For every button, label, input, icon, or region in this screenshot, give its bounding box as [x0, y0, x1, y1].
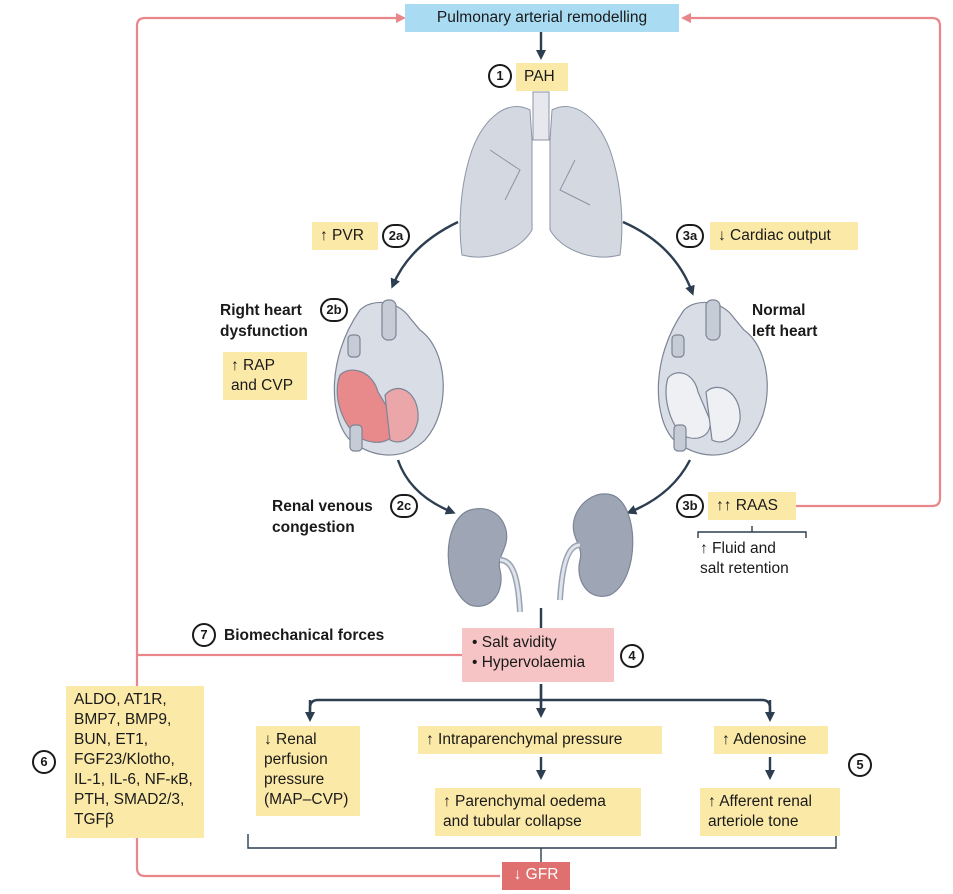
arrow-lungs-to-right-heart [390, 220, 459, 289]
salt-avidity-box: • Salt avidity • Hypervolaemia [462, 628, 614, 682]
normal-left-heart-label: Normal left heart [752, 302, 818, 340]
left-heart-illustration [657, 299, 768, 456]
hypervolaemia-item: • Hypervolaemia [472, 654, 586, 671]
pulmonary-remodelling-box: Pulmonary arterial remodelling [405, 4, 679, 32]
step-3b-badge: 3b [676, 494, 704, 518]
pvr-box: ↑ PVR [312, 222, 378, 250]
arrow-left-heart-to-kidneys [626, 459, 692, 515]
afferent-arteriole-box: ↑ Afferent renal arteriole tone [700, 788, 840, 836]
lungs-illustration [459, 91, 623, 258]
step-7-badge: 7 [192, 623, 216, 647]
step-2b-badge: 2b [320, 298, 348, 322]
biomarkers-box: ALDO, AT1R, BMP7, BMP9, BUN, ET1, FGF23/… [66, 686, 204, 838]
salt-avidity-item: • Salt avidity [472, 634, 557, 651]
right-heart-dysfunction-label: Right heart dysfunction [220, 302, 308, 340]
step-1-badge: 1 [488, 64, 512, 88]
renal-perfusion-box: ↓ Renal perfusion pressure (MAP–CVP) [256, 726, 360, 816]
intraparenchymal-pressure-box: ↑ Intraparenchymal pressure [418, 726, 662, 754]
step-6-badge: 6 [32, 750, 56, 774]
adenosine-box: ↑ Adenosine [714, 726, 828, 754]
step-2c-badge: 2c [390, 494, 418, 518]
parenchymal-oedema-box: ↑ Parenchymal oedema and tubular collaps… [435, 788, 641, 836]
step-3a-badge: 3a [676, 224, 704, 248]
arrow-lungs-to-left-heart [622, 220, 695, 296]
raas-bracket [697, 526, 807, 538]
raas-box: ↑↑ RAAS [708, 492, 796, 520]
feedback-loop-right [681, 13, 942, 508]
arrow-right-heart-to-kidneys [396, 459, 456, 515]
cardiac-output-box: ↓ Cardiac output [710, 222, 858, 250]
step-2a-badge: 2a [382, 224, 410, 248]
gfr-bracket [247, 834, 837, 862]
right-heart-illustration [333, 299, 444, 456]
biomechanical-forces-label: Biomechanical forces [224, 627, 385, 644]
kidneys-illustration [447, 493, 634, 613]
gfr-box: ↓ GFR [502, 862, 570, 890]
feedback-loop-left [135, 13, 500, 878]
pah-box: PAH [516, 63, 568, 91]
rap-cvp-box: ↑ RAP and CVP [223, 352, 307, 400]
fluid-salt-retention-label: ↑ Fluid and salt retention [700, 540, 789, 577]
renal-venous-congestion-label: Renal venous congestion [272, 498, 373, 536]
step-5-badge: 5 [848, 753, 872, 777]
step-4-badge: 4 [620, 644, 644, 668]
